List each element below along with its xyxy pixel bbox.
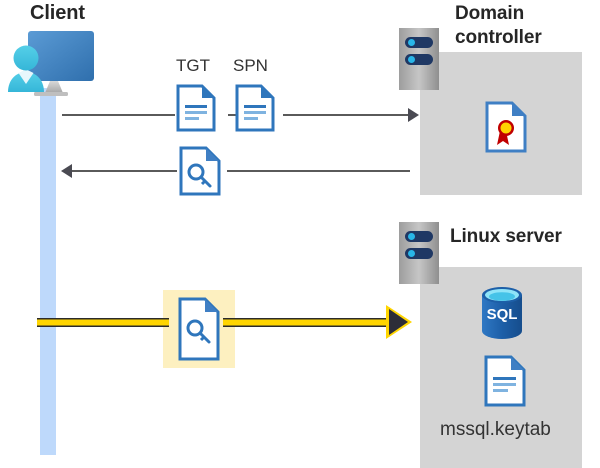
certificate-icon: [485, 101, 527, 158]
tgt-document-icon: [176, 84, 216, 137]
flow-ticket-line-segment-1: [37, 318, 169, 327]
client-lifeline: [40, 88, 56, 455]
sql-database-icon: SQL: [478, 285, 526, 346]
flow-request-line-segment-3: [283, 114, 410, 116]
tgt-label: TGT: [176, 56, 210, 75]
spn-label: SPN: [233, 56, 268, 75]
flow-response-line-segment-2: [227, 170, 410, 172]
client-workstation-icon: [6, 26, 98, 103]
flow-request-line-segment-1: [62, 114, 175, 116]
client-title: Client: [30, 2, 85, 24]
linux-server-title: Linux server: [450, 226, 562, 247]
linux-server-rack-icon: [399, 222, 439, 289]
keytab-filename-label: mssql.keytab: [440, 419, 551, 440]
domain-controller-title: Domain controller: [455, 3, 542, 48]
flow-ticket-line-segment-2: [223, 318, 394, 327]
svg-text:SQL: SQL: [487, 306, 518, 323]
keytab-document-icon: [484, 355, 526, 412]
spn-document-icon: [235, 84, 275, 137]
flow-request-arrowhead: [408, 108, 419, 122]
flow-response-line-segment-1: [72, 170, 177, 172]
presented-ticket-key-document-icon: [178, 297, 220, 366]
flow-ticket-arrowhead: [389, 309, 408, 335]
domain-controller-server-rack-icon: [399, 28, 439, 95]
service-ticket-key-document-icon: [179, 146, 221, 201]
flow-response-arrowhead: [61, 164, 72, 178]
